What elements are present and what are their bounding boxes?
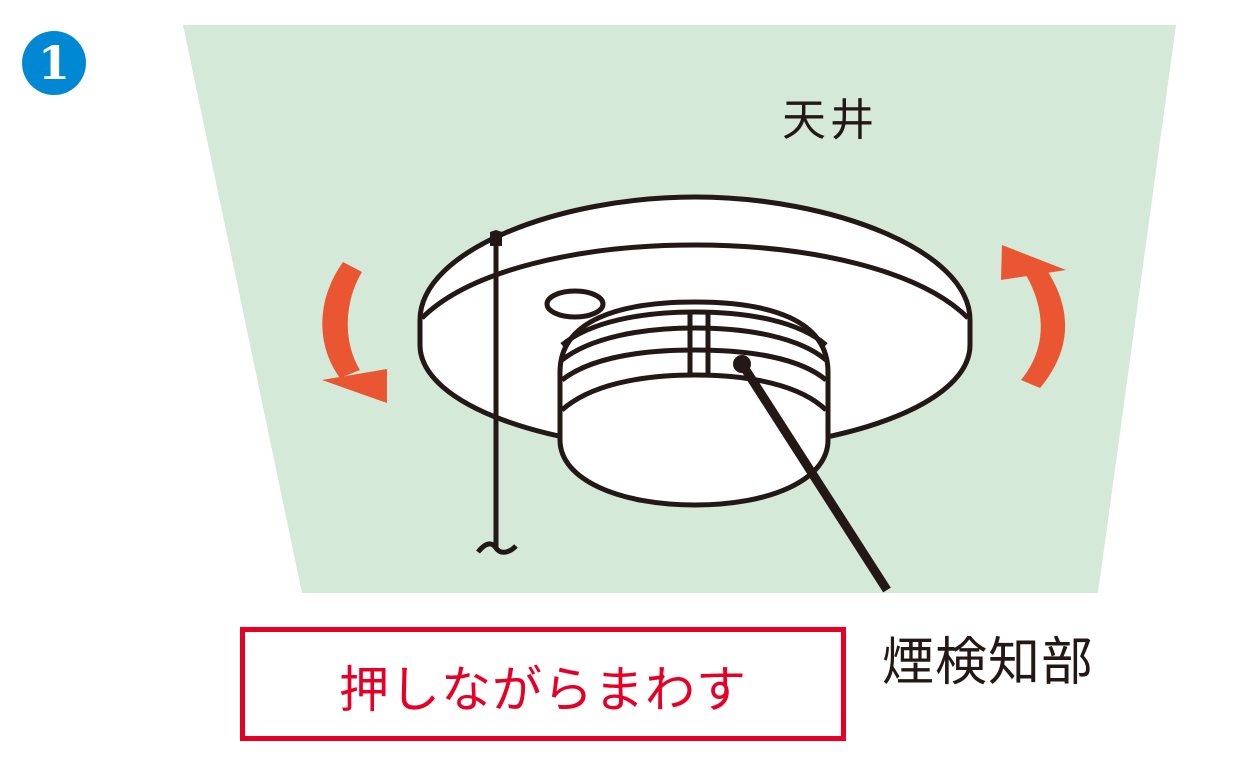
- ceiling-label: 天井: [782, 95, 878, 146]
- base-hole: [544, 288, 606, 320]
- counterclockwise-arrow-icon: [322, 262, 387, 403]
- detector-leader-line: [733, 355, 891, 593]
- detector-body: [557, 299, 831, 508]
- instruction-box: 押しながらまわす: [240, 627, 846, 741]
- height-indicator: [476, 238, 518, 555]
- clockwise-arrow-icon: [1001, 245, 1066, 388]
- smoke-detection-part-label: 煙検知部: [882, 633, 1095, 693]
- height-indicator-arrowhead: [490, 230, 502, 246]
- step-number-badge: 1: [22, 31, 86, 95]
- instruction-text: 押しながらまわす: [339, 661, 747, 719]
